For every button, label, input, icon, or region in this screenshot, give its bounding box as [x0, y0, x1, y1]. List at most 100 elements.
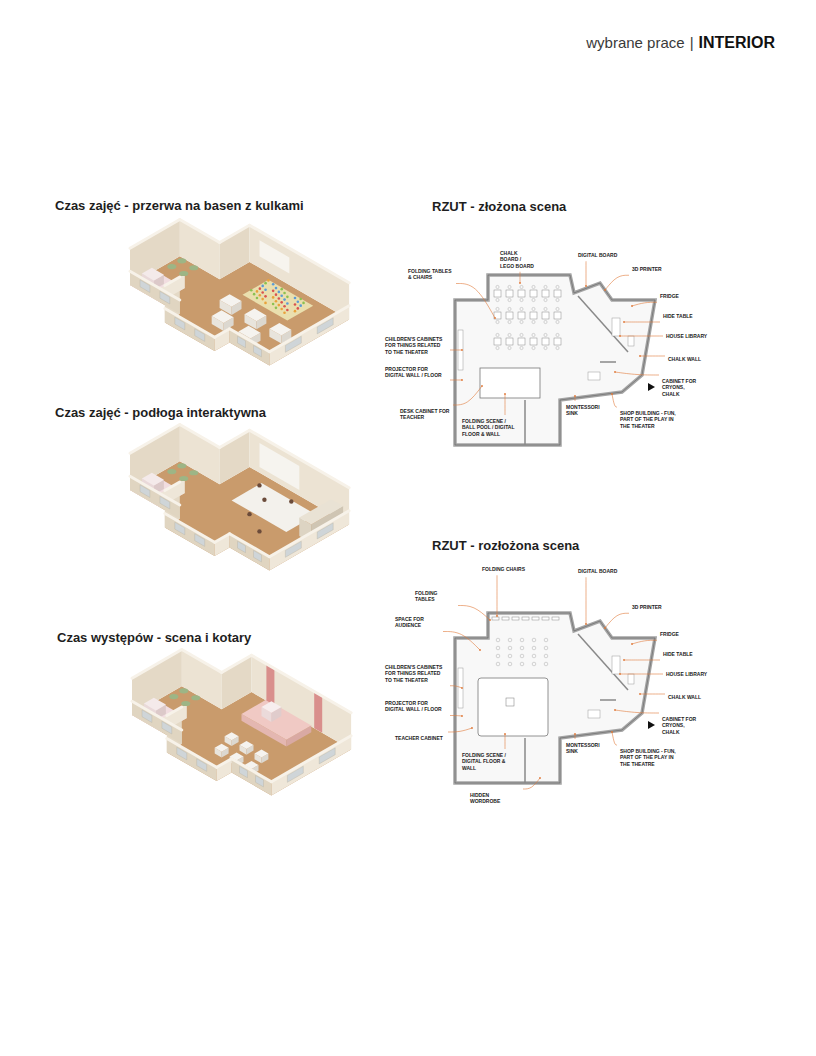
callout-label: DESK CABINET FOR TEACHER [400, 408, 450, 421]
ball [286, 302, 289, 305]
audience-chair [520, 646, 524, 650]
front-wall [269, 511, 349, 571]
furniture [588, 710, 600, 718]
leader-line [632, 302, 657, 306]
folded-table [512, 617, 519, 620]
folding-table [554, 290, 561, 297]
chair [556, 285, 559, 288]
audience-chair [532, 638, 536, 642]
ball [272, 283, 275, 286]
leader-line [575, 396, 576, 401]
callout-label: 3D PRINTER [632, 604, 668, 610]
cabinets [458, 668, 463, 708]
leader-line [505, 734, 506, 749]
audience-chair [532, 662, 536, 666]
leader-dot [611, 731, 613, 733]
ball [275, 300, 278, 303]
audience-chair [225, 732, 239, 740]
furniture [588, 372, 600, 380]
wall-top [167, 739, 217, 768]
wall-top [271, 736, 351, 782]
leader-dot [496, 615, 498, 617]
audience-chair [532, 646, 536, 650]
chair [508, 346, 511, 349]
wall-top [215, 534, 230, 543]
callout-label: FRIDGE [660, 631, 690, 637]
ball [256, 290, 259, 293]
callout-label: CHALK BOARD / LEGO BOARD [500, 250, 536, 269]
leader-line [615, 710, 659, 713]
ball [267, 279, 270, 282]
leader-line [640, 694, 665, 695]
ball [286, 296, 289, 299]
ball [280, 301, 283, 304]
front-wall [217, 759, 232, 781]
wall-top [132, 701, 182, 730]
chair [556, 346, 559, 349]
leader-dot [631, 305, 633, 307]
wall-top [130, 476, 180, 505]
leader-line [605, 275, 629, 290]
leader-dot [623, 321, 625, 323]
folding-table [542, 290, 549, 297]
ball [259, 294, 262, 297]
chair [520, 307, 523, 310]
folding-table [530, 338, 537, 345]
ball [261, 298, 264, 301]
leader-line [450, 380, 462, 381]
interior-wall [578, 296, 628, 352]
leader-line [605, 613, 629, 628]
ball [280, 294, 283, 297]
interior-wall [578, 634, 628, 690]
wall-top [220, 430, 250, 447]
leader-dot [585, 623, 587, 625]
front-wall [167, 739, 217, 782]
ball [264, 295, 267, 298]
green-stool [189, 470, 198, 475]
leader-line [612, 732, 617, 745]
leader-dot [494, 317, 496, 319]
wall-top [250, 430, 350, 488]
leader-line [640, 356, 665, 357]
leader-line [624, 322, 660, 323]
ball [283, 305, 286, 308]
wall-top [230, 329, 270, 352]
chair [508, 333, 511, 336]
child-figure [247, 512, 251, 516]
header-title: wybrane prace [586, 34, 684, 51]
wall-top [217, 759, 232, 768]
callout-label: CHALK WALL [668, 356, 704, 362]
callout-label: FOLDING SCENE / BALL POOL / DIGITAL FLOO… [462, 418, 517, 437]
folding-table [518, 338, 525, 345]
leader-line [450, 350, 462, 351]
wall-top [182, 649, 222, 672]
folding-table [506, 290, 513, 297]
audience-chair [532, 654, 536, 658]
ball [286, 309, 289, 312]
audience-chair [520, 654, 524, 658]
ball [272, 296, 275, 299]
leader-line [456, 284, 495, 319]
callout-label: HOUSE LIBRARY [666, 333, 708, 339]
plan-panel: RZUT - złożona scena [432, 199, 692, 217]
ball [259, 287, 262, 290]
chair [532, 346, 535, 349]
wall-top [130, 424, 180, 453]
ball [297, 307, 300, 310]
page-header: wybrane prace|INTERIOR [586, 34, 775, 52]
ball [294, 297, 297, 300]
view-panel: Czas zajęć - przerwa na basen z kulkami [55, 198, 375, 216]
chair [544, 298, 547, 301]
folding-table [530, 290, 537, 297]
ball [261, 291, 264, 294]
leader-dot [614, 709, 616, 711]
ball-pool [243, 280, 314, 321]
folded-table [532, 617, 539, 620]
wall-top [220, 225, 250, 242]
front-wall [269, 306, 349, 366]
callout-label: TEACHER CABINET [395, 735, 445, 741]
ball [275, 287, 278, 290]
ball [299, 298, 302, 301]
wall-top [269, 511, 349, 557]
folded-table [522, 617, 529, 620]
